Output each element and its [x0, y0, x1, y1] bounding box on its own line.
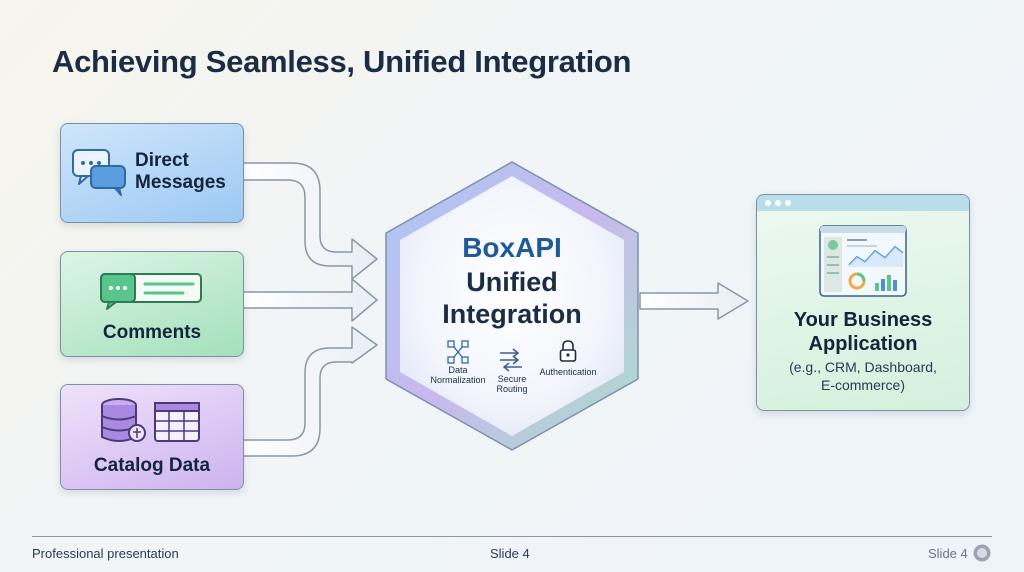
normalization-icon	[447, 340, 469, 364]
arrow-direct-messages	[241, 162, 378, 280]
dashboard-icon	[819, 225, 907, 297]
arrow-catalog-data	[241, 326, 378, 457]
slide-title: Achieving Seamless, Unified Integration	[52, 44, 632, 79]
arrow-comments	[241, 278, 378, 322]
routing-arrows-icon	[500, 348, 522, 372]
hub-brand: BoxAPI	[462, 232, 562, 263]
footer-left-text: Professional presentation	[32, 546, 179, 561]
chat-bubbles-icon	[72, 149, 126, 196]
window-dot-1	[765, 200, 771, 206]
business-application-window: Your Business Application (e.g., CRM, Da…	[756, 194, 970, 411]
source-label-catalog-data: Catalog Data	[93, 455, 211, 476]
hub-hexagon-shape	[385, 161, 639, 451]
window-dot-2	[775, 200, 781, 206]
source-label-direct-messages: Direct Messages	[135, 150, 226, 193]
hub-title-line1: Unified	[466, 267, 558, 297]
comment-card-icon	[100, 273, 202, 310]
feature-label-data-normalization: Data Normalization	[430, 365, 486, 386]
footer-right-text: Slide 4	[928, 546, 968, 561]
source-card-catalog-data: Catalog Data	[60, 384, 244, 490]
feature-label-authentication: Authentication	[539, 367, 597, 377]
database-table-icon	[101, 398, 200, 442]
hub-title-line2: Integration	[442, 299, 582, 329]
feature-label-secure-routing: Secure Routing	[496, 374, 528, 395]
source-card-direct-messages: Direct Messages	[60, 123, 244, 223]
source-card-comments: Comments	[60, 251, 244, 357]
footer-divider	[32, 536, 992, 537]
lock-icon	[559, 340, 577, 362]
app-examples-line1: (e.g., CRM, Dashboard,	[789, 359, 937, 375]
app-examples-line2: E-commerce)	[820, 377, 905, 393]
integration-hub: BoxAPI Unified Integration Data Normaliz…	[384, 160, 640, 452]
app-title-line2: Application	[808, 333, 918, 355]
window-dot-3	[785, 200, 791, 206]
app-title-line1: Your Business	[793, 309, 933, 331]
window-title-bar	[757, 195, 969, 211]
footer-center-text: Slide 4	[490, 546, 530, 561]
presenter-avatar-icon	[973, 544, 991, 562]
source-label-comments: Comments	[102, 322, 202, 343]
arrow-to-application	[639, 282, 749, 320]
